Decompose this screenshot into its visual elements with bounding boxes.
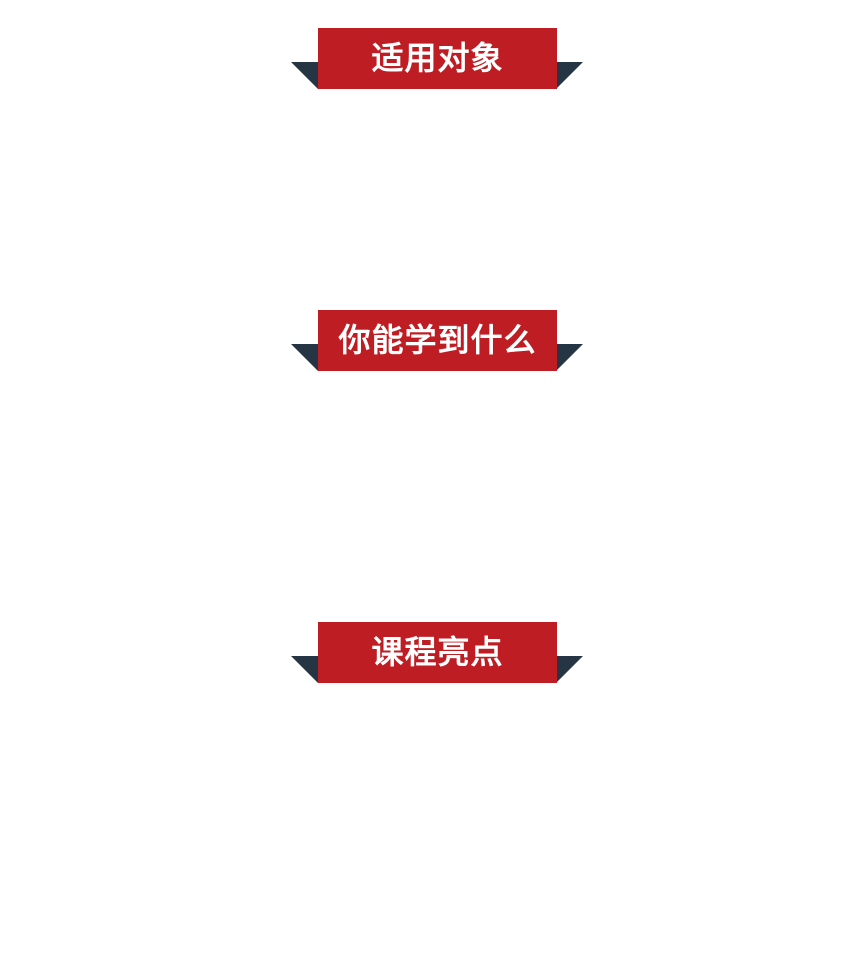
section-title: 适用对象 [318,28,557,89]
section-header-audience: 适用对象 [291,28,583,89]
section-header-learn: 你能学到什么 [291,310,583,371]
section-content-highlights [0,683,860,969]
ribbon-fold-left [291,62,318,89]
ribbon-fold-right [556,656,583,683]
ribbon-fold-left [291,344,318,371]
ribbon-fold-right [556,344,583,371]
section-header-highlights: 课程亮点 [291,622,583,683]
ribbon-fold-right [556,62,583,89]
section-title: 课程亮点 [318,622,557,683]
ribbon-fold-left [291,656,318,683]
section-title: 你能学到什么 [318,310,557,371]
section-content-audience [0,89,860,310]
section-content-learn [0,371,860,622]
